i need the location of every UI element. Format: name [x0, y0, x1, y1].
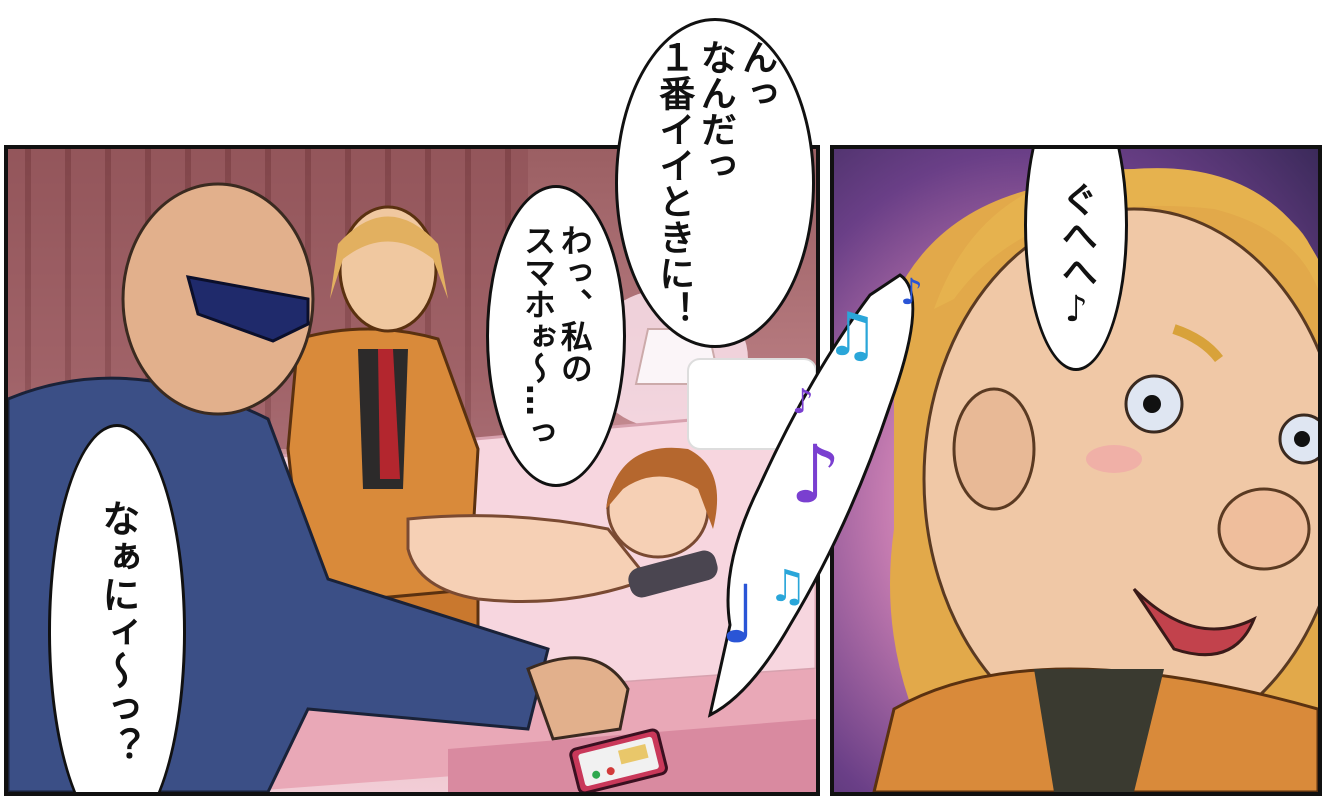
- speech-bubble-smaho: わっ、私の スマホぉ～…っ: [486, 185, 626, 487]
- speech-bubble-ichiban: んっ なんだっ １番イイときに！: [615, 18, 815, 348]
- music-note-icon: ♩: [720, 568, 758, 661]
- speech-bubble-naani: なぁにィ～っ？: [48, 424, 186, 792]
- speech-text-naani: なぁにィ～っ？: [95, 498, 140, 765]
- old-man-closeup: [872, 168, 1318, 792]
- speech-text-smaho: わっ、私の スマホぉ～…っ: [519, 224, 594, 448]
- girl-figure: [406, 447, 718, 603]
- ringtone-bubble-shape: [707, 273, 915, 718]
- music-notes-icon: ♫: [768, 561, 808, 612]
- ringtone-note-bubble: ♫ ♪ ♩ ♫ ♪ ♪: [700, 265, 923, 735]
- panel-right: ぐへへ♪: [830, 145, 1322, 796]
- music-note-icon: ♪: [792, 382, 814, 422]
- speech-text-ichiban: んっ なんだっ １番イイときに！: [653, 39, 778, 327]
- speech-text-guhehe: ぐへへ♪: [1055, 180, 1097, 330]
- panel-right-art: [872, 168, 1318, 792]
- music-note-icon: ♪: [790, 428, 842, 521]
- music-note-icon: ♪: [900, 272, 923, 313]
- music-notes-icon: ♫: [825, 300, 879, 370]
- smartphone-icon: [569, 728, 668, 792]
